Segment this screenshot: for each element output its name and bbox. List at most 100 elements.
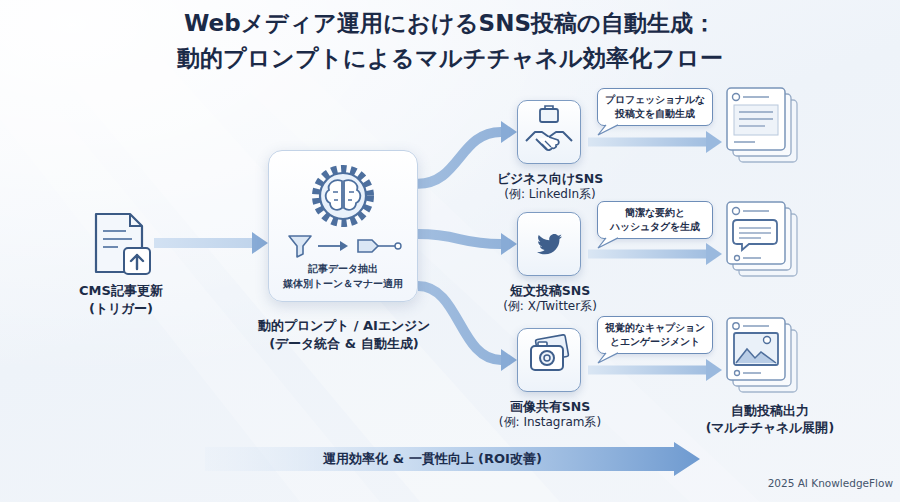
callout-bubble: 視覚的なキャプション とエンゲージメント [597, 316, 713, 354]
node-caption-area: CMS記事更新(トリガー) [41, 282, 201, 317]
output-arrow [588, 359, 722, 381]
post-stack-part [743, 325, 769, 327]
light-ray [150, 0, 760, 502]
node-caption-area: 画像共有SNS(例: Instagram系) [480, 399, 620, 431]
node-caption: (例: Instagram系) [480, 415, 620, 431]
output-arrow-part [588, 250, 706, 259]
callout-bubble: 簡潔な要約と ハッシュタグを生成 [597, 201, 713, 239]
post-stack-part [733, 323, 739, 329]
cms-document-icon [96, 214, 150, 274]
camera-icon-part [535, 335, 568, 362]
node-label: 視覚的なキャプション とエンゲージメント [603, 321, 707, 349]
arrow-head [501, 121, 517, 143]
post-stack [727, 202, 797, 276]
post-stack [727, 318, 797, 392]
ai-gear-icon-part [316, 169, 370, 223]
output-arrow [588, 131, 722, 153]
arrow-head [501, 233, 517, 255]
post-stack-part [727, 318, 785, 380]
business-sns-icon-part [542, 141, 551, 149]
ai-gear-icon-part [344, 180, 360, 210]
output-arrow-part [706, 359, 722, 381]
business-sns-icon-part [526, 132, 572, 141]
output-arrow [588, 243, 722, 265]
post-stack-part [734, 105, 778, 135]
post-stack-part [743, 372, 761, 374]
post-stack-part [727, 88, 785, 150]
cms-document-icon-part [131, 255, 143, 269]
node-caption-area: 短文投稿SNS(例: X/Twitter系) [480, 283, 620, 315]
connector-arrow [154, 232, 268, 254]
node-caption-area: 動的プロンプト / AIエンジン(データ統合 & 自動生成) [229, 317, 459, 352]
output-arrow-part [706, 131, 722, 153]
node-label: プロフェッショナルな 投稿文を自動生成 [603, 93, 707, 121]
cms-document-icon-part [103, 238, 132, 240]
post-stack-part [743, 257, 761, 259]
output-arrow-part [588, 138, 706, 147]
business-sns-icon-part [545, 106, 553, 109]
cms-document-icon-part [130, 214, 142, 226]
post-stack-part [743, 96, 769, 98]
engine-box: 記事データ抽出 媒体別トーン＆マナー適用動的プロンプト / AIエンジン(データ… [268, 150, 418, 302]
post-stack-part [734, 141, 755, 143]
connector-arrow [418, 233, 517, 255]
business-sns-icon-part [540, 109, 558, 122]
camera-icon [531, 335, 569, 370]
business-sns-icon-part [536, 137, 559, 150]
ai-process-icons-part [318, 245, 342, 247]
connector-arrow [418, 286, 517, 371]
post-stack-part [739, 111, 773, 113]
post-stack-part [764, 337, 771, 344]
post-stack-part [736, 349, 776, 363]
node-caption: 動的プロンプト / AIエンジン [229, 317, 459, 335]
node-text-area: プロフェッショナルな 投稿文を自動生成 [598, 89, 712, 125]
ai-process-icons-part [378, 245, 396, 247]
output-label: (マルチチャネル展開) [695, 420, 845, 436]
cms-document-icon-part [96, 214, 142, 272]
bird-icon-part [537, 234, 562, 254]
camera-icon-part [544, 355, 550, 361]
post-stack-part [739, 232, 771, 234]
node-text-area: 運用効率化 & 一貫性向上 (ROI改善) [205, 442, 700, 476]
ai-gear-icon-part [326, 180, 342, 210]
connector-line [418, 286, 501, 360]
node-label: 簡潔な要約と ハッシュタグを生成 [603, 206, 707, 234]
post-stack-part [739, 125, 765, 127]
callout-tail-part [598, 353, 618, 363]
node-caption-area: ビジネス向けSNS(例: LinkedIn系) [480, 171, 620, 203]
ai-process-icons-part [289, 236, 311, 257]
business-sns-icon [526, 106, 572, 150]
connector-line [418, 234, 501, 244]
post-stack-part [743, 210, 769, 212]
node-label: 記事データ抽出 媒体別トーン＆マナー適用 [277, 262, 409, 291]
ai-gear-icon-part [333, 192, 354, 200]
output-label: 自動投稿出力 [695, 403, 845, 419]
ai-process-icons [289, 236, 401, 257]
bird-icon [537, 234, 562, 254]
cms-document-icon-part [103, 230, 126, 232]
node-caption: (トリガー) [41, 300, 201, 318]
output-arrow-part [706, 243, 722, 265]
node-text-area: 視覚的なキャプション とエンゲージメント [598, 317, 712, 353]
post-stack-part [735, 371, 740, 376]
post-stack-part [739, 118, 773, 120]
summary-band-arrow: 運用効率化 & 一貫性向上 (ROI改善) [205, 442, 700, 476]
channel-icon-box: 画像共有SNS(例: Instagram系) [517, 328, 581, 392]
post-stack [727, 88, 797, 162]
ai-gear-icon [316, 169, 370, 223]
callout-bubble: プロフェッショナルな 投稿文を自動生成 [597, 88, 713, 126]
arrow-head [252, 232, 268, 254]
node-caption: (例: X/Twitter系) [480, 299, 620, 315]
camera-icon-part [540, 351, 554, 365]
ai-gear-icon-part [320, 173, 366, 219]
post-stack-part [734, 333, 778, 365]
callout-tail-part [598, 238, 618, 248]
arrow-head [501, 349, 517, 371]
post-stack-part [735, 256, 740, 261]
node-caption: ビジネス向けSNS [480, 171, 620, 187]
